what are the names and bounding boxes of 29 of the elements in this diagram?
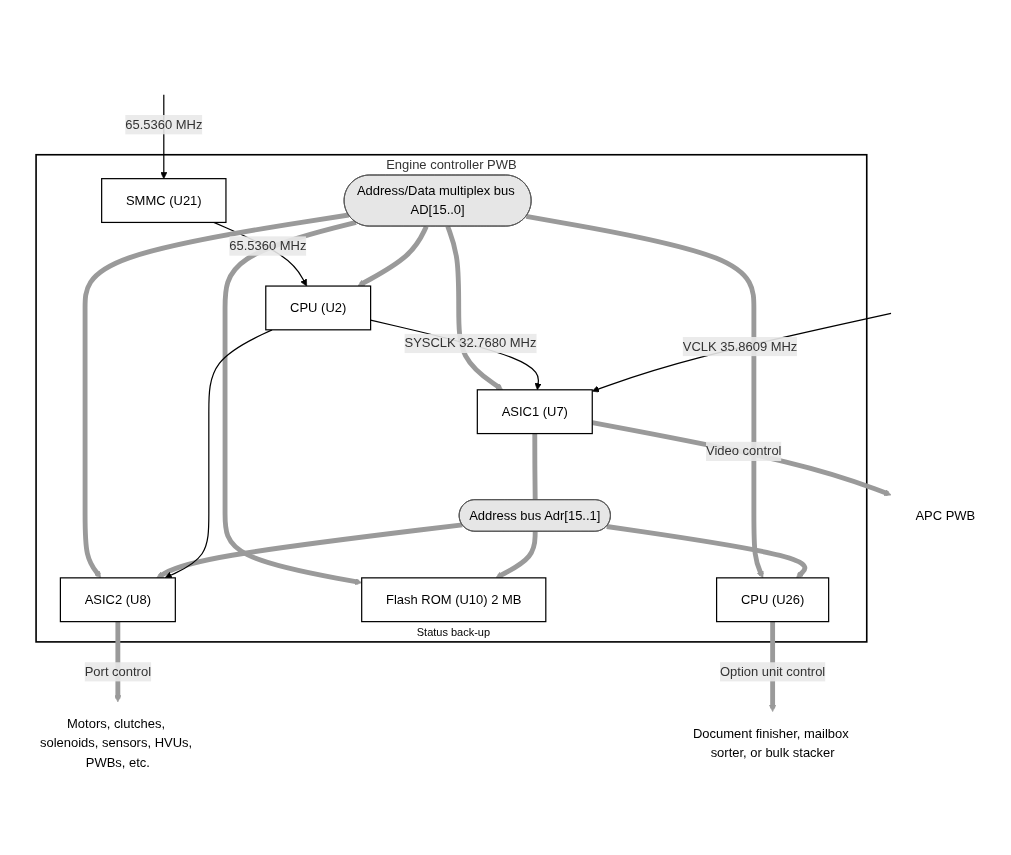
arrow [222,220,362,586]
arrow [357,225,429,287]
node-box: ASIC1 (U7) [476,389,593,435]
edge-label: SYSCLK 32.7680 MHz [404,336,536,350]
arrow [605,524,807,579]
arrow [444,225,503,391]
edge-label: 65.5360 MHz [228,238,306,253]
connector [531,433,538,501]
node-text: Document finisher, mailbox sorter, or bulk stacker [692,726,849,760]
arrow [591,312,892,393]
edge-label: VCLK 35.8609 MHz [682,339,797,354]
node-box: SMMC (U21) [100,178,227,224]
status-note: Status back-up [416,625,491,638]
edge-label: 65.5360 MHz [124,117,202,132]
arrow [155,522,463,579]
node-box: ASIC2 (U8) [59,577,176,623]
node-text: Motors, clutches, solenoids, sensors, HVUs, PWBs, etc. [39,716,192,770]
node-text: APC PWB [914,508,975,522]
edge-label: Port control [84,664,151,679]
arrow [525,214,764,579]
arrow [495,531,538,579]
node-box: CPU (U26) [715,577,829,623]
arrow [82,212,349,579]
node-box: CPU (U2) [264,285,371,331]
arrow [591,420,891,497]
edge-label: Option unit control [719,664,825,679]
edge-label: Video control [705,444,781,458]
node-box: Flash ROM (U10) 2 MB [360,577,546,623]
arrow [164,329,273,579]
